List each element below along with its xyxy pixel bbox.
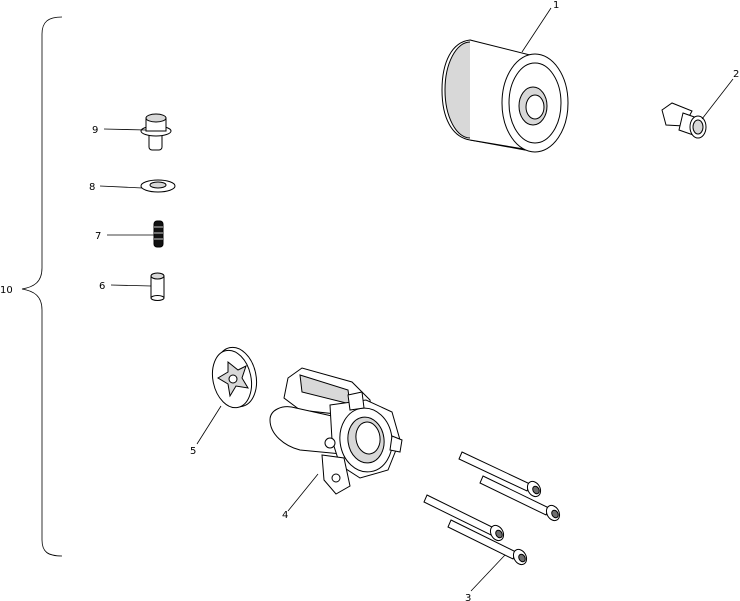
long-bolts	[423, 451, 561, 566]
callout-5: 5	[190, 446, 196, 457]
leader-line-2	[701, 78, 734, 120]
callout-1: 1	[553, 0, 559, 11]
leader-line-6	[110, 284, 152, 287]
leader-line-4	[287, 473, 319, 512]
oil-pump-housing	[269, 367, 403, 495]
callout-10: 10	[0, 285, 13, 296]
threaded-fitting	[661, 102, 707, 139]
long-bolt	[423, 494, 505, 542]
long-bolt	[447, 519, 528, 566]
callout-2: 2	[733, 69, 739, 80]
leader-line-9	[103, 128, 147, 131]
pump-rotor	[211, 346, 258, 409]
callout-7: 7	[95, 231, 101, 242]
callout-4: 4	[282, 510, 288, 521]
leader-line-1	[521, 7, 552, 53]
leader-line-8	[99, 185, 143, 189]
callout-6: 6	[99, 281, 105, 292]
washer	[140, 179, 176, 193]
group-brace	[21, 16, 63, 557]
set-screw	[153, 220, 164, 248]
oil-filter	[441, 39, 569, 153]
callout-9: 9	[92, 125, 98, 136]
callout-8: 8	[89, 182, 95, 193]
leader-line-5	[196, 405, 222, 445]
long-bolt	[479, 475, 561, 522]
flange-bolt	[140, 113, 172, 151]
dowel-pin	[150, 272, 165, 301]
long-bolt	[458, 451, 542, 498]
leader-line-3	[470, 554, 506, 592]
callout-3: 3	[465, 593, 471, 601]
